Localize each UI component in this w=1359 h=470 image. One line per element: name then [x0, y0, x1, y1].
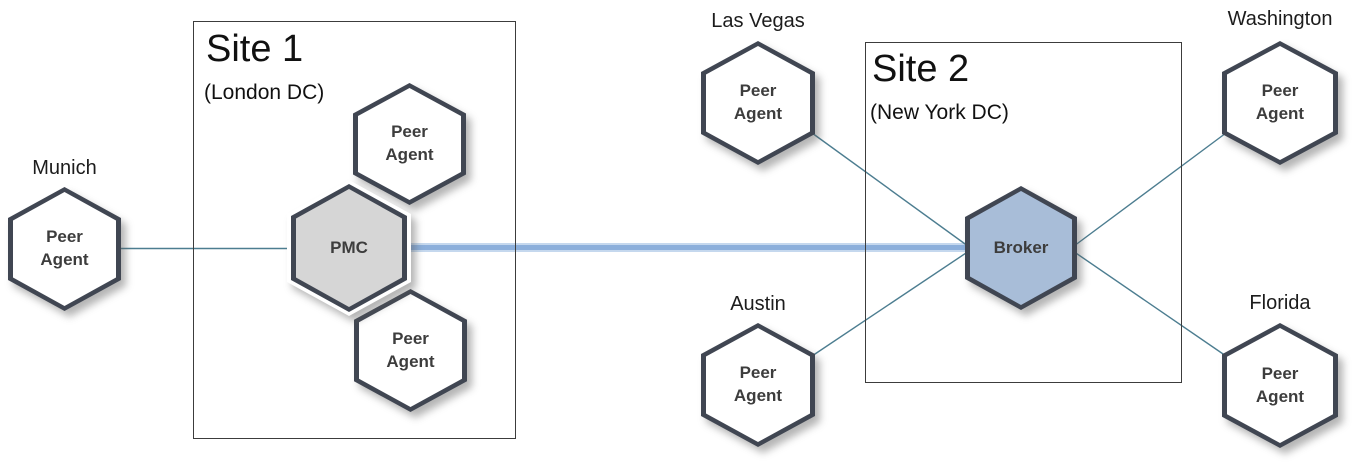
site1-boundary-box: [193, 21, 516, 439]
node-label: Peer Agent: [40, 227, 89, 269]
node-label: Peer Agent: [1255, 81, 1305, 123]
peer-agent-node-munich: Peer Agent: [8, 187, 121, 311]
node-label: Peer Agent: [385, 122, 434, 164]
peer-agent-node-site1-bottom: Peer Agent: [354, 289, 467, 412]
hexagon-shape: [701, 41, 815, 165]
node-label: Peer Agent: [386, 328, 435, 371]
city-label-munich: Munich: [32, 157, 97, 179]
peer-agent-node-austin: Peer Agent: [701, 323, 815, 447]
connection-washington-broker: [1069, 132, 1227, 250]
hexagon-shape: [1222, 323, 1338, 448]
peer-agent-node-las-vegas: Peer Agent: [701, 41, 815, 165]
site1-title: Site 1: [206, 28, 304, 70]
connection-austin-broker: [811, 248, 973, 357]
connection-florida-broker: [1069, 248, 1227, 357]
node-label: Peer Agent: [1255, 363, 1305, 406]
hexagon-shape: [354, 289, 467, 412]
hexagon-shape: [287, 180, 411, 316]
peer-agent-node-site1-top: Peer Agent: [353, 83, 466, 205]
peer-agent-node-florida: Peer Agent: [1222, 323, 1338, 448]
site1-subtitle: (London DC): [204, 81, 325, 104]
site2-subtitle: (New York DC): [870, 101, 1009, 124]
node-label: Peer Agent: [733, 363, 783, 405]
city-label-austin: Austin: [730, 293, 786, 315]
site2-boundary-box: [865, 42, 1182, 383]
city-label-washington: Washington: [1227, 8, 1333, 30]
hexagon-shape: [965, 186, 1077, 310]
hexagon-shape: [8, 187, 121, 311]
pmc-node: PMC: [287, 180, 411, 316]
node-label: Broker: [993, 237, 1049, 257]
connection-lasvegas-broker: [811, 132, 973, 250]
peer-agent-node-washington: Peer Agent: [1222, 41, 1338, 165]
city-label-las-vegas: Las Vegas: [711, 10, 805, 32]
node-label: PMC: [330, 237, 368, 257]
hexagon-shape: [353, 83, 466, 205]
broker-node: Broker: [965, 186, 1077, 310]
node-label: Peer Agent: [733, 81, 783, 123]
site2-title: Site 2: [872, 48, 970, 90]
hexagon-shape: [701, 323, 815, 447]
city-label-florida: Florida: [1249, 292, 1311, 314]
hexagon-shape: [1222, 41, 1338, 165]
